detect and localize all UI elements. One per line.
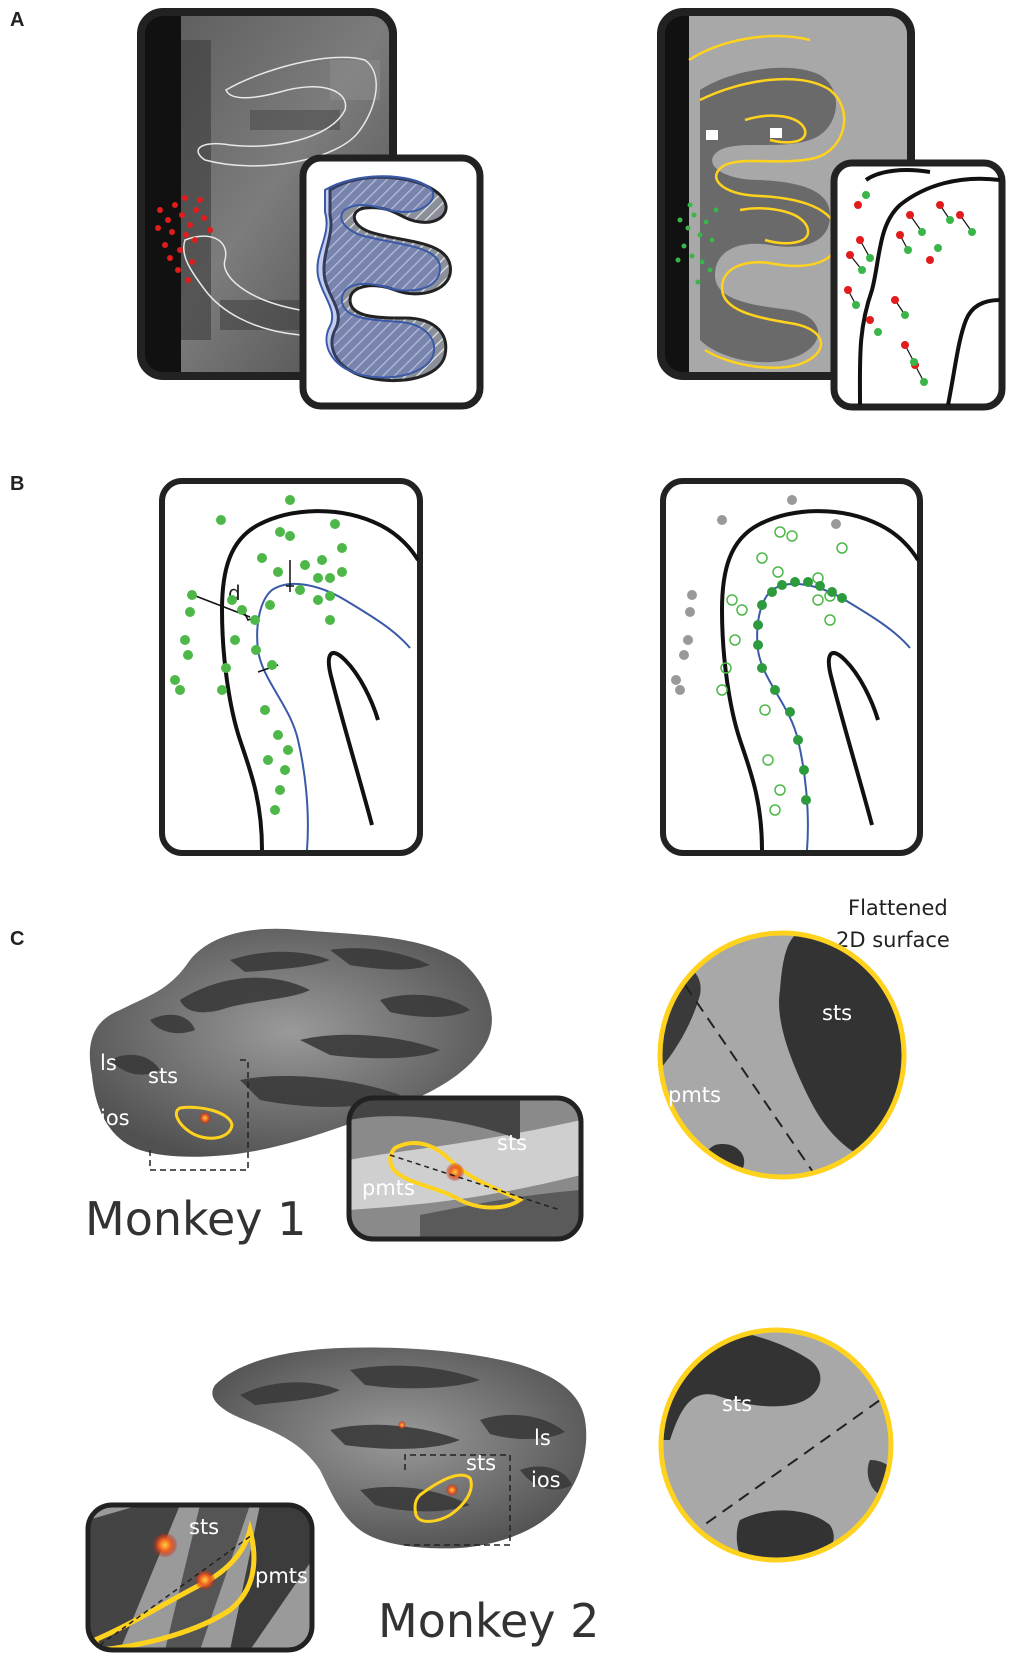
green-points-projected	[753, 577, 847, 805]
ls-label-m2: ls	[534, 1426, 551, 1450]
sts-label-m2: sts	[466, 1451, 496, 1475]
flat1-pmts-label: pmts	[668, 1083, 721, 1107]
distance-schematic: d	[159, 478, 423, 856]
panel-label-a: A	[10, 9, 24, 31]
monkey1-label: Monkey 1	[85, 1192, 306, 1246]
monkey2-label: Monkey 2	[378, 1594, 599, 1648]
monkey1-inset: sts pmts	[346, 1095, 584, 1242]
flattened-surface-m1: sts pmts	[657, 930, 907, 1180]
inset-pmts-label-m1: pmts	[362, 1176, 415, 1200]
inset-pmts-label-m2: pmts	[255, 1564, 308, 1588]
panel-a	[137, 8, 1006, 411]
ls-label-m1: ls	[100, 1051, 117, 1075]
monkey2-brain-surface: ls sts ios	[212, 1347, 587, 1549]
red-dots-left-slice	[155, 195, 213, 283]
monkey2-inset: sts pmts	[85, 1502, 315, 1653]
inset-sts-label-m2: sts	[189, 1515, 219, 1539]
displacement-inset	[830, 159, 1006, 411]
panel-c: ls sts ios Monkey 1 sts pmts Flattened 2…	[85, 896, 950, 1653]
ios-label-m2: ios	[531, 1468, 561, 1492]
panel-b: d	[159, 478, 923, 856]
flattened-surface-m2: sts	[658, 1327, 894, 1563]
cortex-outline-inset	[299, 154, 484, 410]
flat2-sts-label: sts	[722, 1392, 752, 1416]
sts-label-m1: sts	[148, 1064, 178, 1088]
inset-sts-label-m1: sts	[497, 1131, 527, 1155]
flattened-caption-2: 2D surface	[836, 928, 950, 952]
flattened-caption-1: Flattened	[848, 896, 948, 920]
green-dots-right-slice	[675, 202, 719, 285]
gray-points-excluded	[671, 495, 841, 695]
green-points-b-left	[170, 495, 347, 815]
flat1-sts-label: sts	[822, 1001, 852, 1025]
ios-label-m1: ios	[100, 1106, 130, 1130]
projection-schematic	[660, 478, 923, 856]
panel-label-c: C	[10, 928, 24, 950]
panel-label-b: B	[10, 473, 24, 495]
